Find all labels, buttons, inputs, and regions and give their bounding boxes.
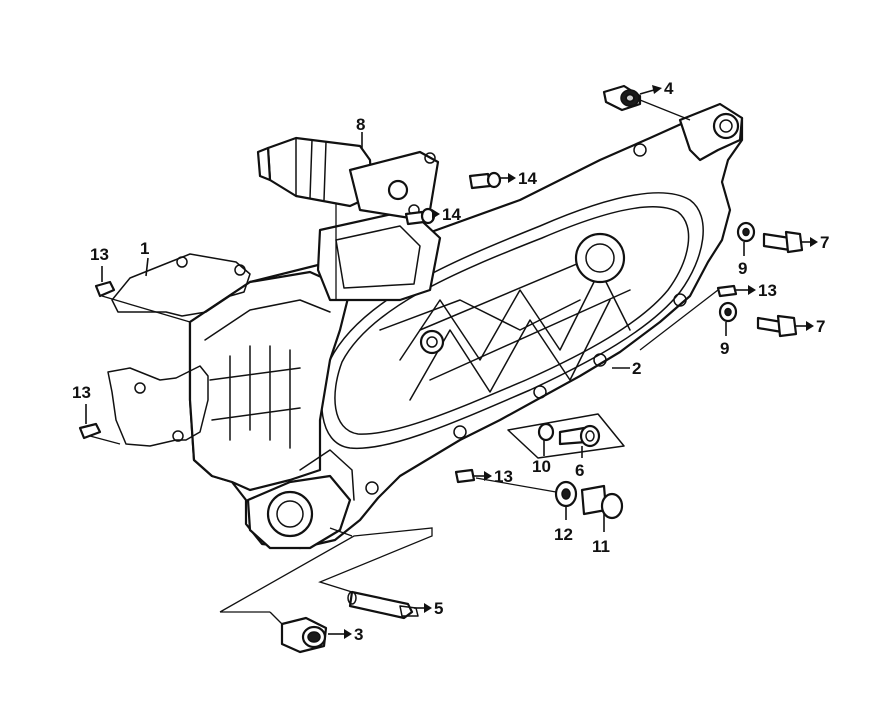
callout-9-upper: 9 (738, 259, 747, 278)
callout-7-upper: 7 (820, 233, 829, 252)
callout-1: 1 (140, 239, 149, 258)
left-crankcase (188, 102, 744, 550)
callout-6: 6 (575, 461, 584, 480)
callout-12: 12 (554, 525, 573, 544)
washer-lower (718, 301, 738, 323)
callout-7-lower: 7 (816, 317, 825, 336)
gasket (107, 253, 251, 447)
callout-13-left-upper: 13 (90, 245, 109, 264)
screw-upper (468, 171, 502, 190)
callout-4: 4 (664, 79, 674, 98)
callout-14-upper: 14 (518, 169, 537, 188)
bushing-upper (602, 84, 642, 112)
assembly-guides (89, 99, 719, 625)
callout-10: 10 (532, 457, 551, 476)
callout-14-lower: 14 (442, 205, 461, 224)
bolt-upper (762, 230, 804, 254)
dowel-pin-left-upper (94, 280, 116, 298)
callout-8: 8 (356, 115, 365, 134)
washer-upper (736, 221, 756, 243)
callouts: 1 2 3 4 5 6 7 7 8 9 9 (72, 79, 829, 644)
callout-13-bottom: 13 (494, 467, 513, 486)
oil-plug-group (554, 480, 624, 520)
dowel-pin-left-lower (78, 422, 102, 440)
callout-11: 11 (592, 537, 610, 556)
callout-13-right: 13 (758, 281, 777, 300)
callout-5: 5 (434, 599, 443, 618)
pin (347, 590, 419, 620)
drain-plug-group (507, 413, 625, 459)
callout-2: 2 (632, 359, 641, 378)
dowel-pin-right (716, 284, 738, 298)
bolt-lower (756, 314, 798, 338)
dowel-pin-bottom (454, 468, 476, 484)
bushing-lower (280, 616, 328, 654)
callout-3: 3 (354, 625, 363, 644)
starter-motor (256, 136, 440, 220)
callout-9-lower: 9 (720, 339, 729, 358)
callout-13-left-lower: 13 (72, 383, 91, 402)
screw-lower (404, 207, 436, 226)
